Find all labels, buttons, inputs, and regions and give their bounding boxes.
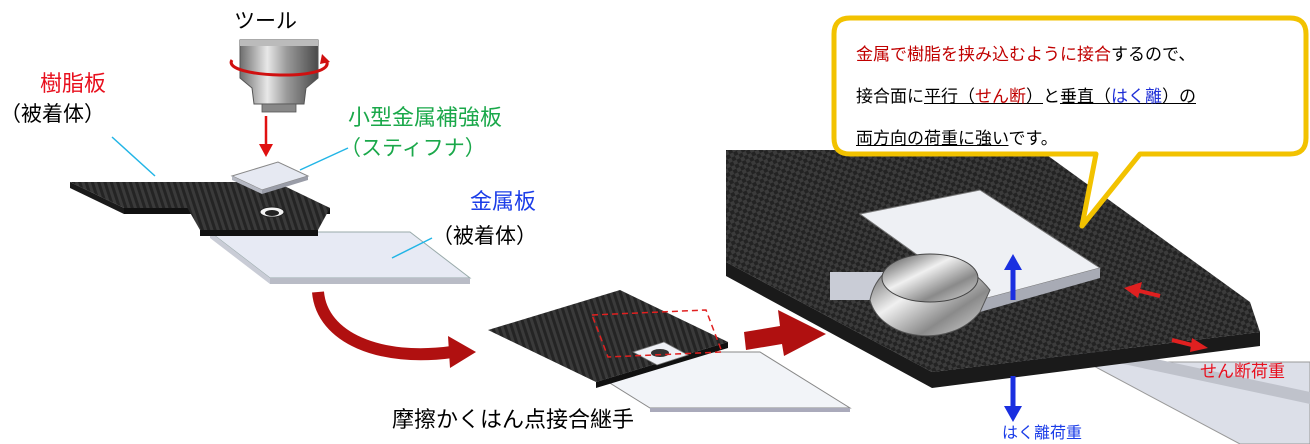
callout-strong-both: 両方向の荷重に強い	[856, 129, 1009, 149]
callout-parallel: 平行	[924, 87, 958, 107]
resin-plate-sub-label: （被着体）	[0, 102, 105, 126]
metal-plate-sub-label: （被着体）	[432, 224, 537, 248]
callout-peel: はく離	[1111, 87, 1162, 107]
callout-and: と	[1043, 87, 1060, 107]
callout-paren-open-2: （	[1094, 87, 1111, 107]
callout-line2-start: 接合面に	[856, 87, 924, 107]
rotation-arrow-icon	[229, 54, 330, 77]
callout-line-2: 接合面に平行（せん断）と垂直（はく離）の	[856, 82, 1196, 107]
leader-lines	[111, 136, 433, 259]
assembled-joint	[488, 290, 852, 412]
callout-parallel-group: 平行（せん断）	[924, 87, 1043, 107]
curved-arrow-icon	[312, 291, 476, 368]
callout-paren-close-1: ）	[1026, 87, 1043, 107]
stiffener-label: 小型金属補強板	[348, 106, 503, 131]
cross-section	[726, 150, 1310, 444]
callout-line-1: 金属で樹脂を挟み込むように接合するので、	[856, 40, 1195, 65]
resin-plate-label: 樹脂板	[40, 72, 107, 97]
callout-line3-rest: です。	[1008, 129, 1058, 149]
shear-right-arrow-icon	[1171, 338, 1208, 352]
callout-vertical: 垂直	[1060, 87, 1094, 107]
big-right-arrow-icon	[744, 310, 826, 356]
peel-up-arrow-icon	[1004, 254, 1022, 300]
metal-plate	[208, 231, 472, 284]
callout-line-3: 両方向の荷重に強いです。	[856, 124, 1058, 149]
metal-plate-label: 金属板	[470, 190, 537, 215]
stiffener-plate	[230, 161, 310, 194]
callout-paren-close-2: ）	[1162, 87, 1179, 107]
callout-red-phrase: 金属で樹脂を挟み込むように接合	[856, 45, 1111, 65]
callout-bubble	[831, 15, 1309, 229]
callout-line1-rest: するので、	[1111, 45, 1196, 65]
resin-plate-front	[180, 195, 330, 236]
peel-load-label: はく離荷重	[1002, 423, 1083, 442]
callout-vertical-group: 垂直（はく離）の	[1060, 87, 1196, 107]
callout-paren-open-1: （	[958, 87, 975, 107]
tool-label: ツール	[234, 9, 297, 33]
down-arrow-icon	[259, 116, 273, 157]
joint-name-label: 摩擦かくはん点接合継手	[392, 408, 635, 433]
callout-no: の	[1179, 87, 1196, 107]
callout-shear: せん断	[975, 87, 1026, 107]
shear-load-label: せん断荷重	[1200, 362, 1285, 382]
peel-down-arrow-icon	[1004, 376, 1022, 422]
shear-left-arrow-icon	[1124, 282, 1161, 298]
stiffener-sub-label: （スティフナ）	[340, 136, 486, 160]
tool	[239, 39, 319, 113]
